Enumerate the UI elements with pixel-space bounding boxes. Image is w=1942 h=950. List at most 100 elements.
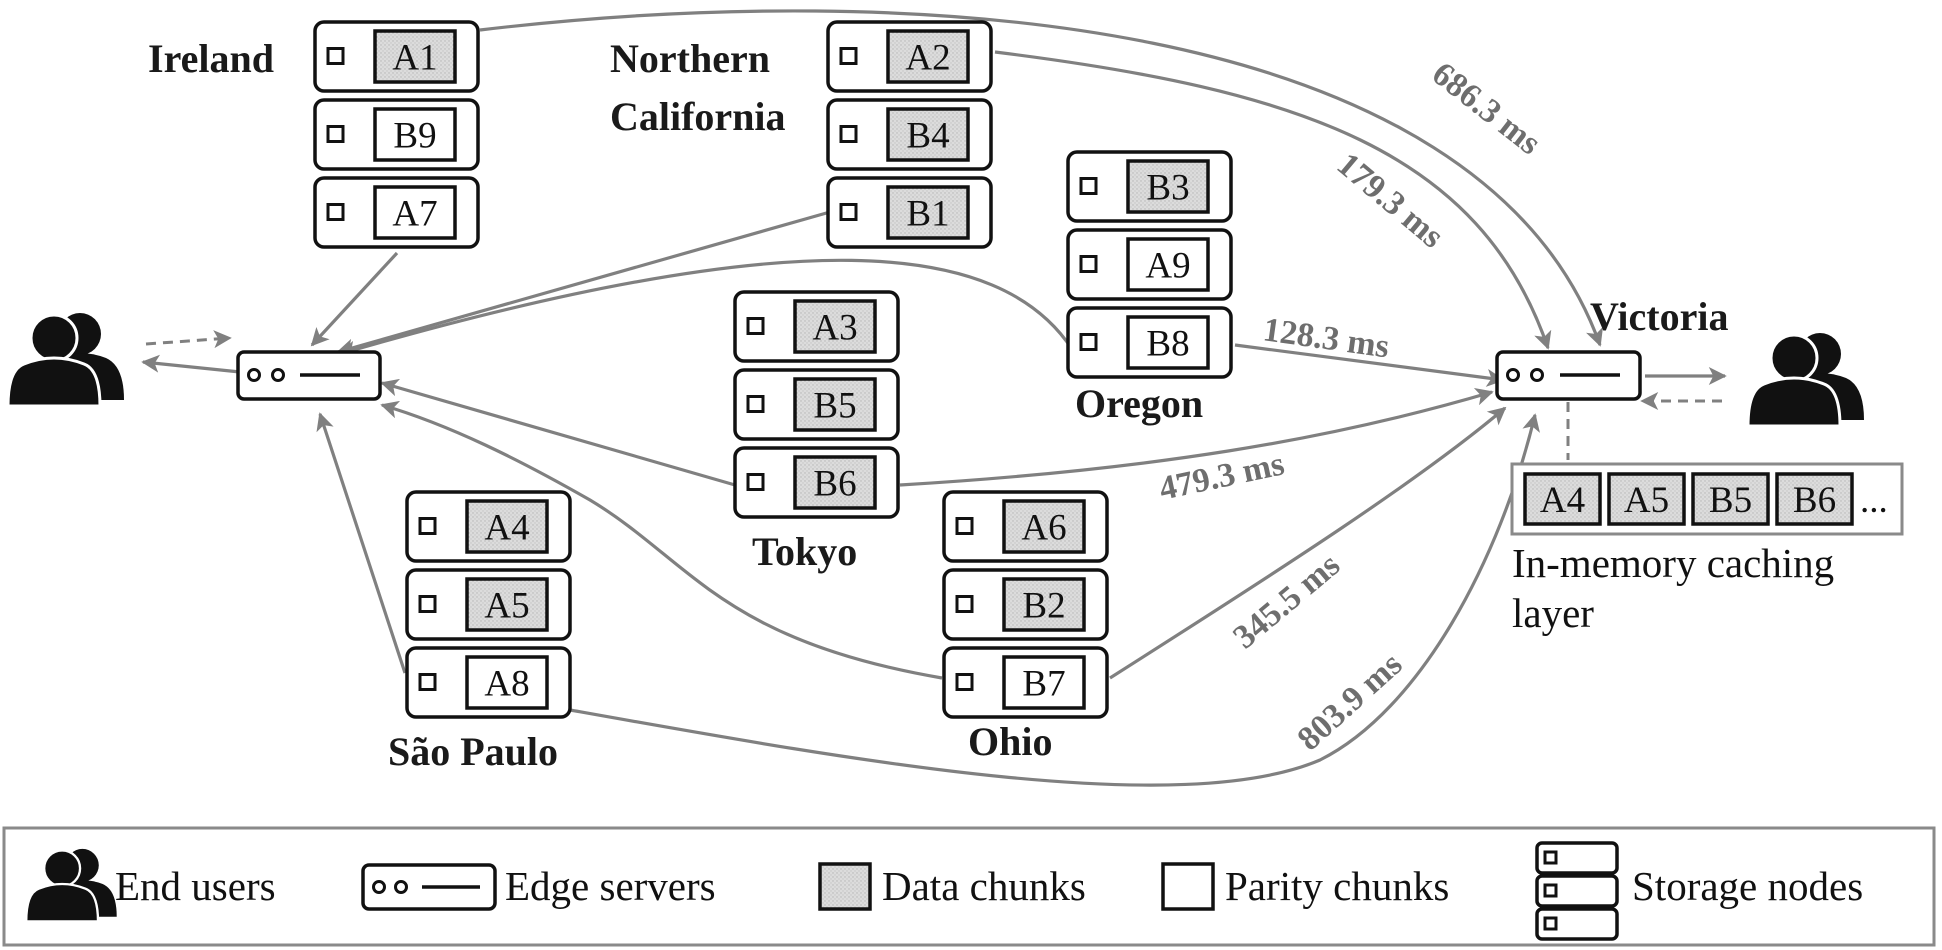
storage-node-indicator [746, 395, 765, 413]
edges-to-left-server [310, 210, 1074, 680]
legend-storage-nodes-label: Storage nodes [1632, 863, 1863, 909]
cache-caption-line2: layer [1512, 590, 1594, 636]
chunk-label: B1 [906, 194, 949, 235]
site-label-ncal-line2: California [610, 94, 786, 139]
data-chunk [373, 29, 457, 84]
chunk-label: B5 [813, 386, 856, 427]
chunk-label: B4 [906, 116, 949, 157]
chunk-label: A2 [905, 38, 950, 79]
storage-node-indicator [418, 673, 437, 691]
storage-node-indicator [326, 47, 345, 65]
storage-node: B8 [1066, 306, 1233, 379]
chunk-label: B6 [813, 464, 856, 505]
edge-saopaulo-right [569, 413, 1540, 787]
cached-chunk-label: A5 [1624, 480, 1669, 521]
chunk-label: B9 [393, 116, 436, 157]
user-arrows [141, 330, 1727, 460]
storage-node-indicator [746, 317, 765, 335]
site-labels: Ireland Northern California Oregon Tokyo… [148, 36, 1728, 774]
storage-node: B3 [1066, 150, 1233, 223]
legend-edge-servers-label: Edge servers [505, 863, 716, 909]
site-label-victoria: Victoria [1590, 294, 1728, 339]
chunk-label: B3 [1146, 168, 1189, 209]
cached-chunk-label: B5 [1709, 480, 1752, 521]
storage-node-indicator [1079, 177, 1098, 195]
storage-node-indicator [1079, 255, 1098, 273]
end-users-icon-left [6, 313, 124, 408]
chunk-label: A3 [812, 308, 857, 349]
cached-data-chunk [1607, 472, 1686, 526]
parity-chunk [373, 185, 457, 240]
storage-node-indicator [839, 47, 858, 65]
storage-node: B7 [942, 646, 1109, 719]
storage-node: B5 [733, 368, 900, 441]
storage-node: B9 [313, 98, 480, 171]
chunk-label: A7 [392, 194, 437, 235]
cached-chunk-label: B6 [1793, 480, 1836, 521]
chunk-label: A6 [1021, 508, 1066, 549]
edge-ncal-right [994, 50, 1552, 350]
site-label-ncal-line1: Northern [610, 36, 770, 81]
chunk-label: A8 [484, 664, 529, 705]
edge-ohio-right [1109, 406, 1507, 680]
edges-to-right-server [479, 9, 1603, 787]
chunk-label: A1 [392, 38, 437, 79]
storage-node-indicator [326, 125, 345, 143]
edge-tokyo-left [380, 378, 736, 487]
site-label-ireland: Ireland [148, 36, 274, 81]
storage-node-indicator [746, 473, 765, 491]
end-users-icon-right [1746, 333, 1864, 428]
legend-end-users-icon [25, 848, 117, 923]
data-chunk [793, 299, 877, 354]
parity-chunk [1002, 655, 1086, 710]
edge-ireland-left [310, 251, 399, 347]
edge-oregon-left [338, 258, 1074, 359]
storage-node-indicator [839, 125, 858, 143]
edge-server-left [236, 350, 382, 401]
storage-node-indicator [418, 517, 437, 535]
storage-node: A3 [733, 290, 900, 363]
site-label-saopaulo: São Paulo [388, 729, 558, 774]
edge-saopaulo-left [316, 412, 407, 674]
legend-end-users-label: End users [115, 863, 276, 909]
parity-chunk [1126, 315, 1210, 370]
latency-ncal: 179.3 ms [1330, 146, 1451, 256]
data-chunk [1002, 577, 1086, 632]
storage-node: A1 [313, 20, 480, 93]
legend-data-chunk-swatch [818, 862, 872, 911]
edge-tokyo-right [899, 387, 1494, 487]
edge-ncal-left [336, 210, 831, 357]
storage-node-indicator [1079, 333, 1098, 351]
data-chunk [886, 107, 970, 162]
storage-node: B4 [826, 98, 993, 171]
chunk-label: A5 [484, 586, 529, 627]
data-chunk [465, 499, 549, 554]
data-chunk [1002, 499, 1086, 554]
legend-data-chunks-label: Data chunks [882, 863, 1086, 909]
parity-chunk [373, 107, 457, 162]
cache-ellipsis: ... [1860, 480, 1888, 521]
edge-ireland-right [479, 9, 1603, 347]
legend-storage-node-icon [1535, 841, 1619, 941]
edge-ohio-left [380, 400, 943, 680]
storage-node: B1 [826, 176, 993, 249]
storage-node-indicator [839, 203, 858, 221]
storage-node: B6 [733, 446, 900, 519]
site-label-oregon: Oregon [1075, 381, 1203, 426]
legend-parity-chunk-swatch [1161, 862, 1215, 911]
chunk-label: B8 [1146, 324, 1189, 365]
cached-data-chunk [1523, 472, 1602, 526]
storage-node-indicator [955, 517, 974, 535]
cached-data-chunk [1691, 472, 1770, 526]
edge-oregon-right [1234, 343, 1505, 387]
storage-node-indicator [418, 595, 437, 613]
chunk-label: A4 [484, 508, 529, 549]
storage-node: A8 [405, 646, 572, 719]
